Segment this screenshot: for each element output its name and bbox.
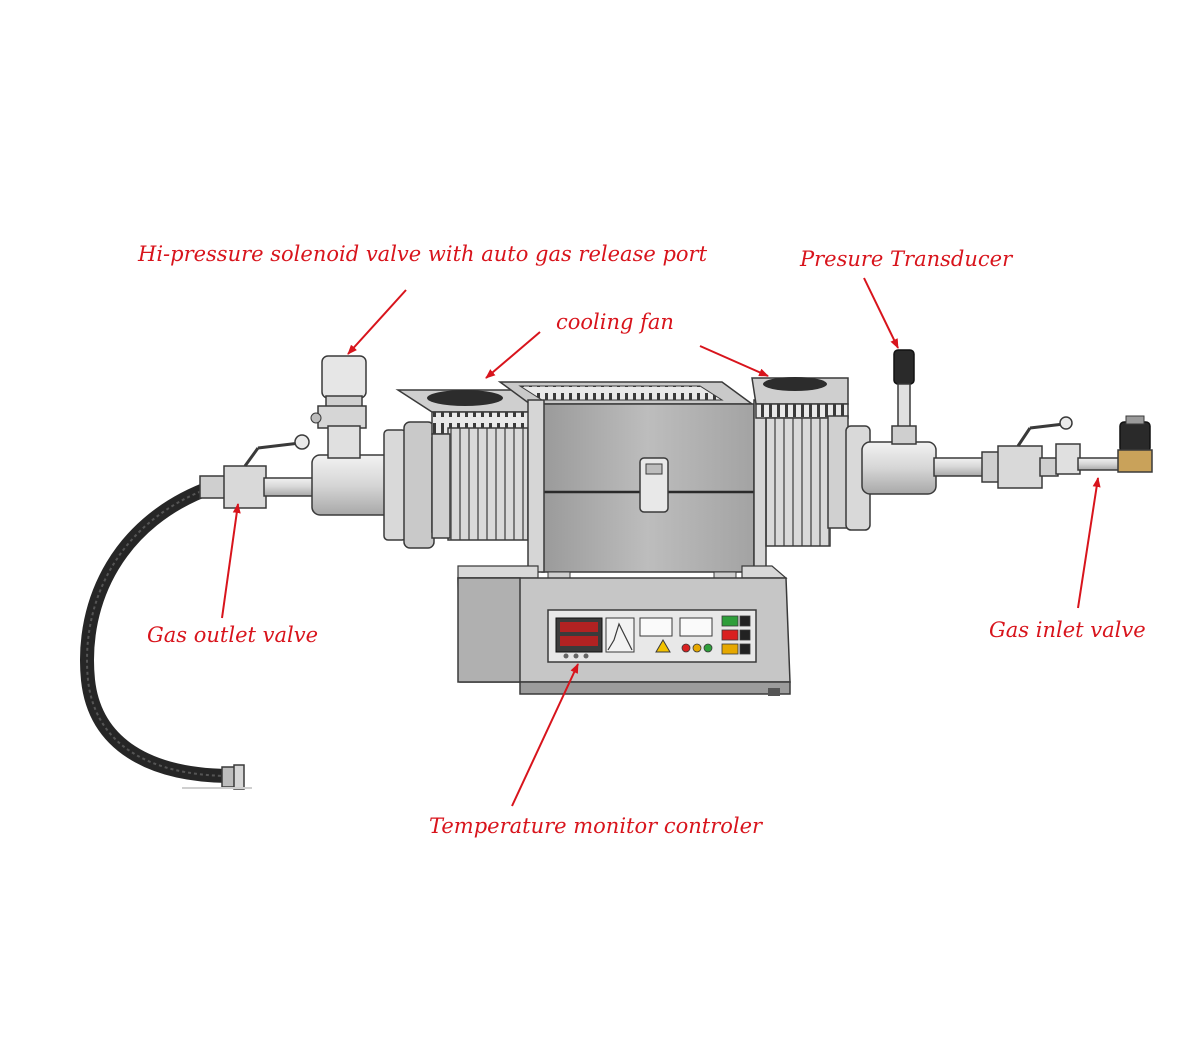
- solenoid-valve: [310, 355, 367, 459]
- annotation-arrows: [221, 277, 1101, 807]
- indicator-lamps: [681, 643, 713, 653]
- arrow-icon: [1077, 477, 1101, 609]
- pressure-transducer: [891, 349, 917, 445]
- arrow-icon: [485, 331, 541, 379]
- cooling-fan-label: cooling fan: [556, 310, 674, 334]
- right-tube-end: [845, 425, 985, 531]
- gas-outlet-valve-label: Gas outlet valve: [147, 623, 319, 647]
- warning-icon: [655, 639, 671, 653]
- switch-buttons: [721, 615, 751, 655]
- furnace-body: [497, 381, 767, 583]
- gas-inlet-valve-label: Gas inlet valve: [989, 618, 1146, 642]
- gauge-icon: [639, 617, 713, 637]
- arrow-icon: [699, 345, 769, 377]
- latch-icon: [639, 457, 669, 513]
- gas-outlet-valve-assembly: [199, 434, 325, 509]
- temperature-controller-display: [555, 617, 603, 659]
- solenoid-valve-label: Hi-pressure solenoid valve with auto gas…: [138, 242, 708, 266]
- gas-inlet-valve-assembly: [981, 415, 1153, 489]
- temperature-profile-icon: [605, 617, 635, 653]
- arrow-icon: [347, 289, 407, 355]
- left-cooling-fan-housing: [395, 389, 551, 541]
- right-cooling-fan-housing: [751, 377, 849, 547]
- arrow-icon: [511, 663, 579, 807]
- controller-cabinet: [457, 565, 791, 696]
- outlet-hose: [80, 480, 252, 790]
- arrow-icon: [221, 503, 241, 619]
- arrow-icon: [863, 277, 899, 349]
- temperature-controller-label: Temperature monitor controler: [429, 814, 763, 838]
- pressure-transducer-label: Presure Transducer: [800, 247, 1013, 271]
